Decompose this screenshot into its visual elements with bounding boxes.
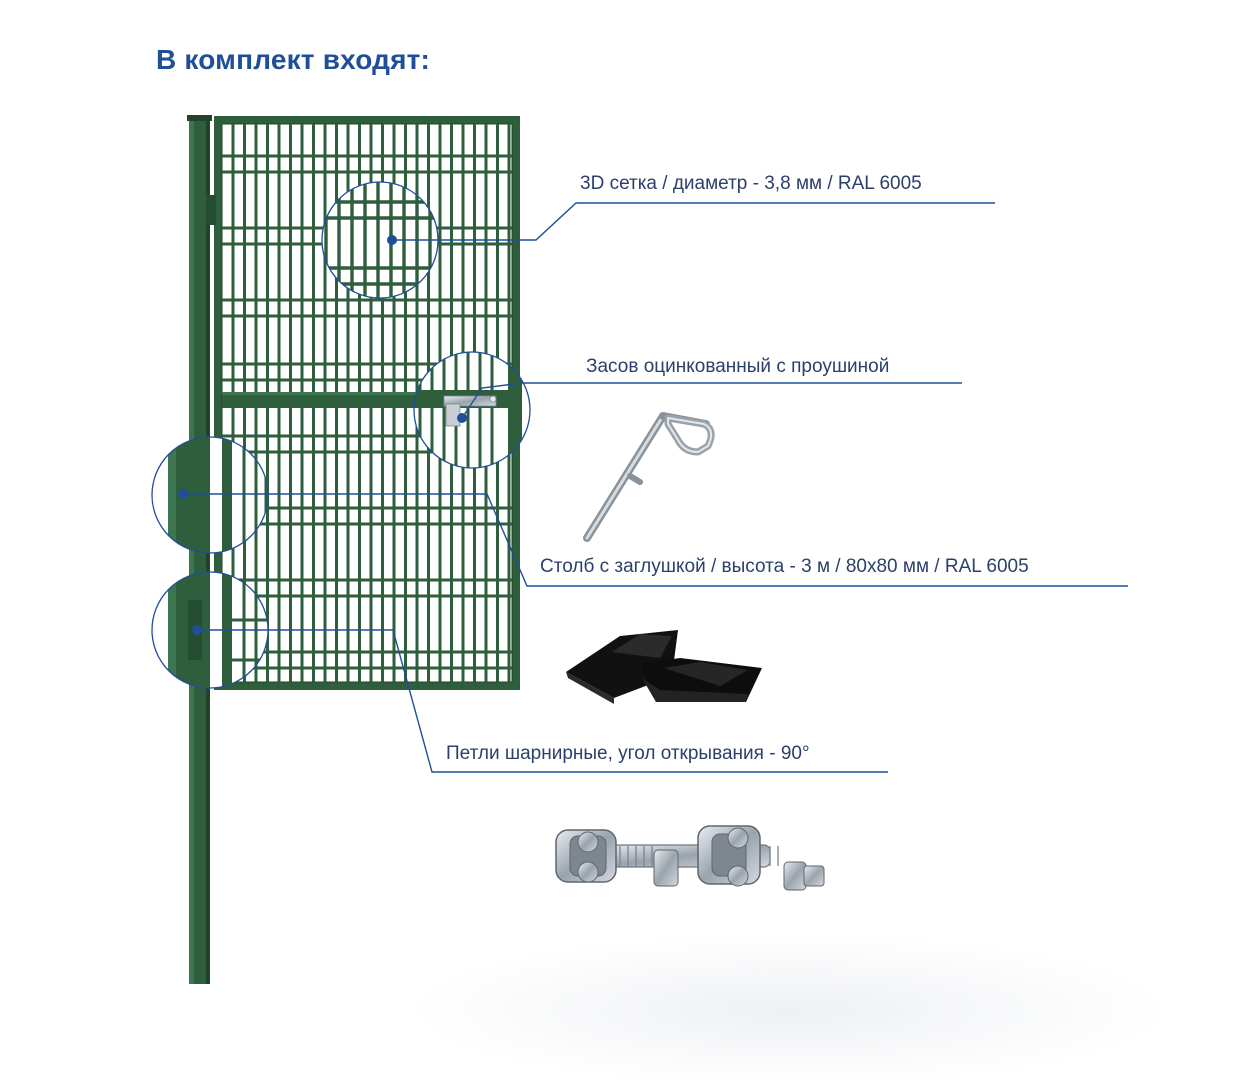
- hinge-zoom-circle: [151, 571, 269, 689]
- callout-leaders: [183, 202, 1128, 773]
- callout-mesh-label: 3D сетка / диаметр - 3,8 мм / RAL 6005: [580, 173, 922, 194]
- callout-latch-label: Засов оцинкованный с проушиной: [586, 356, 890, 377]
- latch-icon: [583, 412, 715, 542]
- callout-hinges-label: Петли шарнирные, угол открывания - 90°: [446, 743, 810, 764]
- page-title: В комплект входят:: [156, 44, 431, 75]
- hinge-icon: [555, 825, 825, 891]
- floor-shadow: [410, 935, 1170, 1080]
- post-cap-icon: [566, 630, 762, 704]
- callout-post-label: Столб с заглушкой / высота - 3 м / 80х80…: [540, 556, 1029, 577]
- post-zoom-circle: [151, 436, 269, 554]
- callout-dots: [178, 235, 467, 635]
- latch-zoom-circle: [413, 351, 531, 469]
